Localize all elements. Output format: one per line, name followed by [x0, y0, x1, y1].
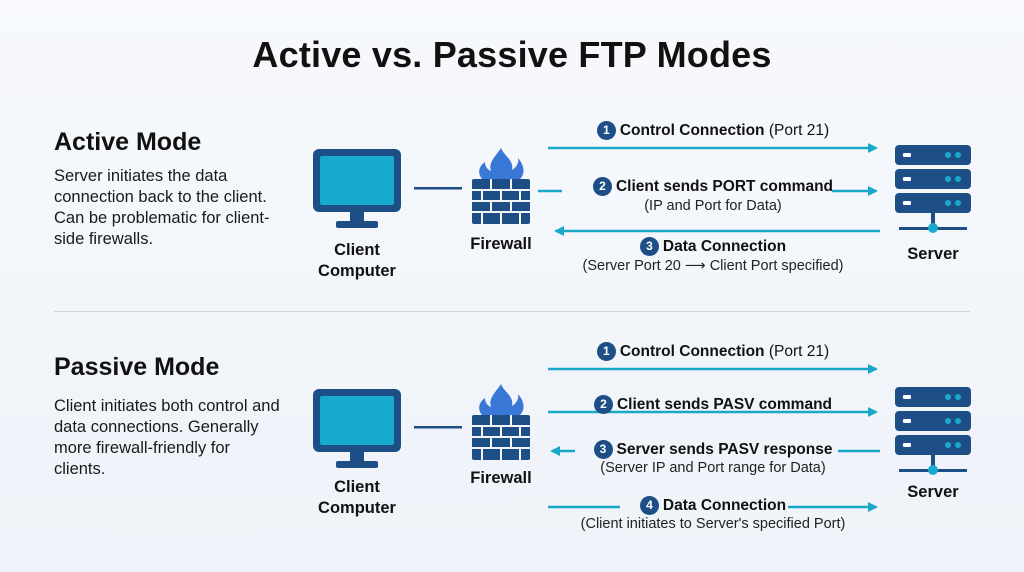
firewall-icon: [472, 384, 530, 460]
firewall-label: Firewall: [470, 469, 532, 487]
firewall-label: Firewall: [470, 235, 532, 253]
active-step-2-sub: (IP and Port for Data): [644, 198, 782, 214]
passive-step-3-sub: (Server IP and Port range for Data): [600, 460, 826, 476]
server-label: Server: [907, 483, 959, 501]
client-computer-icon: [313, 389, 401, 468]
passive-step-4-sub: (Client initiates to Server's specified …: [580, 516, 846, 532]
client-computer-label: Client Computer: [318, 478, 396, 517]
active-step-3-sub: (Server Port 20 ⟶ Client Port specified): [582, 258, 844, 274]
passive-mode-heading: Passive Mode: [54, 353, 220, 381]
active-mode-description: Server initiates the data connection bac…: [54, 167, 270, 248]
section-divider: [54, 311, 970, 312]
server-icon: [895, 145, 971, 233]
client-firewall-link: [414, 187, 462, 190]
server-icon: [895, 387, 971, 475]
firewall-icon: [472, 148, 530, 224]
client-computer-label: Client Computer: [318, 241, 396, 280]
client-computer-icon: [313, 149, 401, 228]
server-label: Server: [907, 245, 959, 263]
client-firewall-link: [414, 426, 462, 429]
active-mode-heading: Active Mode: [54, 128, 202, 156]
passive-mode-description: Client initiates both control and data c…: [54, 397, 280, 478]
page-title: Active vs. Passive FTP Modes: [252, 34, 772, 75]
